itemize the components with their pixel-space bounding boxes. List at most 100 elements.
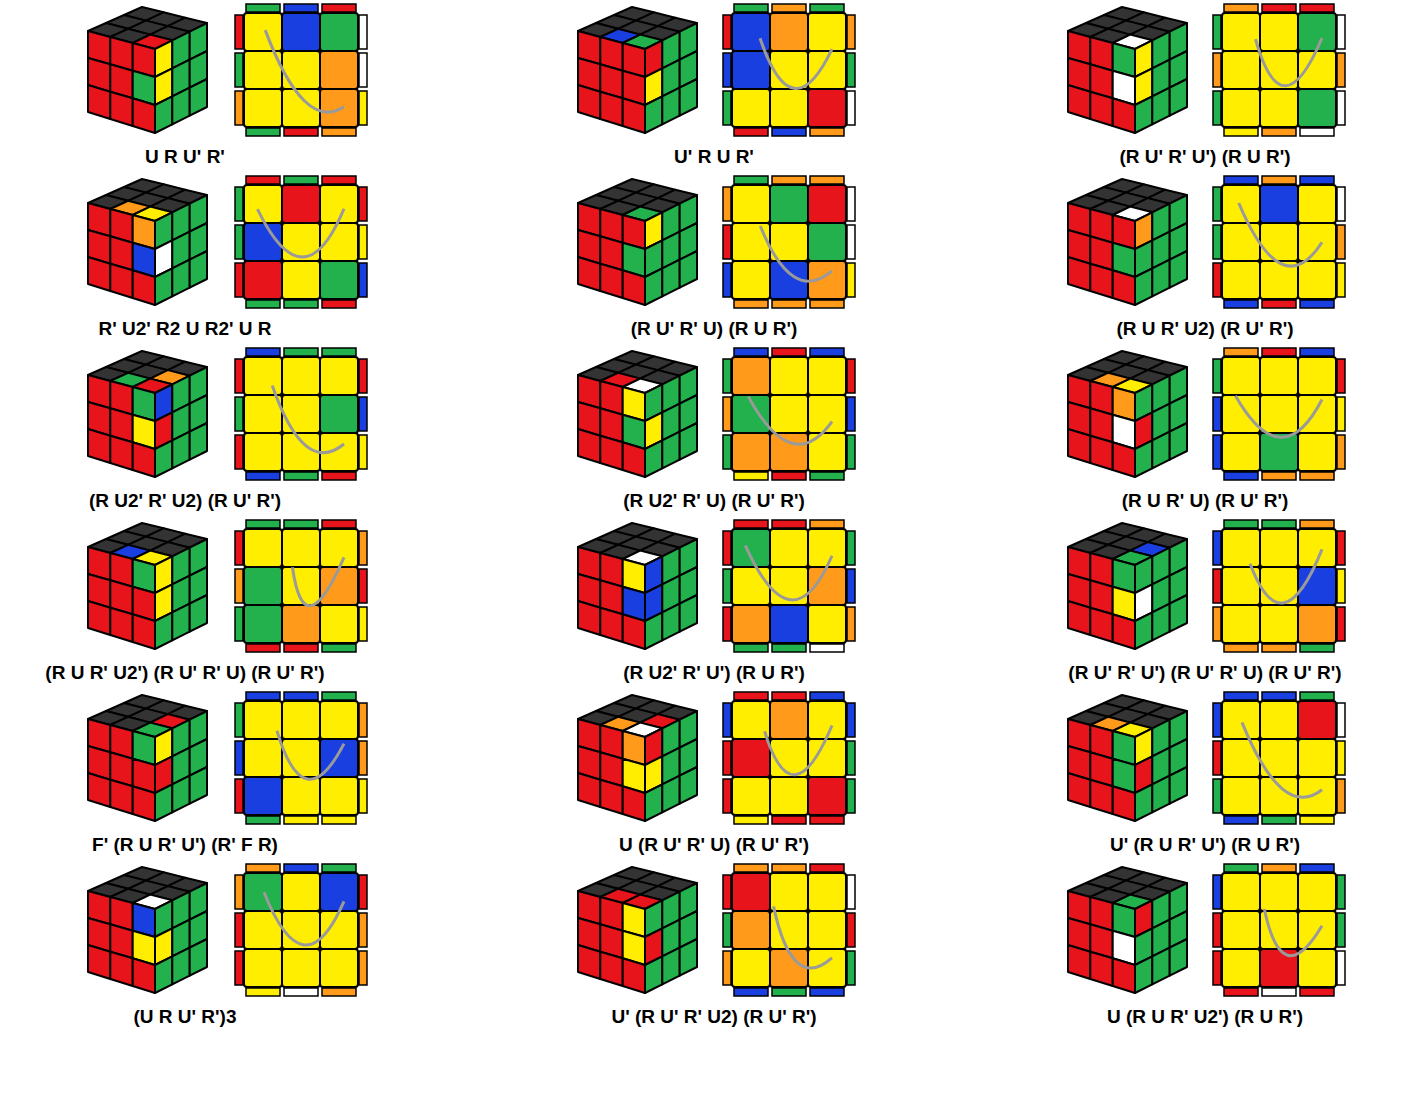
sticker	[680, 939, 697, 976]
side-sticker	[235, 531, 243, 565]
side-sticker	[847, 607, 855, 641]
side-sticker	[1337, 435, 1345, 469]
move-arrow	[760, 226, 832, 281]
sticker	[1170, 251, 1187, 288]
side-sticker	[235, 741, 243, 775]
sticker	[88, 773, 110, 807]
side-sticker	[284, 988, 318, 996]
sticker	[244, 433, 282, 471]
sticker	[662, 776, 679, 813]
sticker	[1298, 911, 1336, 949]
sticker	[320, 567, 358, 605]
sticker	[680, 423, 697, 460]
side-sticker	[847, 913, 855, 947]
side-sticker	[246, 472, 280, 480]
sticker	[282, 777, 320, 815]
side-sticker	[235, 951, 243, 985]
sticker	[1113, 786, 1135, 821]
side-sticker	[847, 187, 855, 221]
sticker	[578, 429, 600, 463]
sticker	[808, 185, 846, 223]
sticker	[1298, 357, 1336, 395]
sticker	[155, 956, 172, 993]
side-sticker	[322, 520, 356, 528]
sticker	[1260, 223, 1298, 261]
sticker	[155, 96, 172, 133]
move-arrow	[292, 557, 344, 605]
sticker	[282, 51, 320, 89]
side-sticker	[723, 951, 731, 985]
sticker	[732, 13, 770, 51]
sticker	[190, 595, 207, 632]
sticker	[320, 701, 358, 739]
sticker	[244, 261, 282, 299]
side-sticker	[1300, 864, 1334, 872]
side-sticker	[1213, 531, 1221, 565]
sticker	[1113, 98, 1135, 133]
sticker	[1090, 436, 1112, 470]
top-view	[235, 176, 367, 308]
move-arrow	[745, 545, 832, 600]
sticker	[680, 251, 697, 288]
sticker	[600, 436, 622, 470]
top-view	[1213, 520, 1345, 652]
side-sticker	[1224, 692, 1258, 700]
side-sticker	[1337, 15, 1345, 49]
side-sticker	[847, 397, 855, 431]
side-sticker	[810, 520, 844, 528]
sticker	[1170, 423, 1187, 460]
cube-view	[88, 867, 207, 993]
side-sticker	[284, 692, 318, 700]
algorithm-label: (R U2' R' U) (R U' R')	[623, 490, 805, 512]
side-sticker	[847, 703, 855, 737]
sticker	[578, 601, 600, 635]
sticker	[770, 357, 808, 395]
sticker	[600, 608, 622, 642]
top-view	[1213, 4, 1345, 136]
sticker	[190, 251, 207, 288]
sticker	[770, 185, 808, 223]
sticker	[1113, 958, 1135, 993]
side-sticker	[1213, 15, 1221, 49]
side-sticker	[359, 187, 367, 221]
top-view	[235, 520, 367, 652]
side-sticker	[772, 348, 806, 356]
sticker	[244, 89, 282, 127]
side-sticker	[734, 300, 768, 308]
side-sticker	[322, 472, 356, 480]
algorithm-label: (R U' R' U') (R U R')	[1119, 146, 1290, 168]
sticker	[1152, 88, 1169, 125]
side-sticker	[734, 816, 768, 824]
sticker	[732, 223, 770, 261]
sticker	[578, 773, 600, 807]
sticker	[244, 605, 282, 643]
sticker	[110, 780, 132, 814]
top-view	[723, 692, 855, 824]
side-sticker	[359, 875, 367, 909]
sticker	[732, 777, 770, 815]
side-sticker	[322, 864, 356, 872]
side-sticker	[235, 53, 243, 87]
sticker	[1260, 357, 1298, 395]
sticker	[732, 873, 770, 911]
sticker	[1068, 429, 1090, 463]
side-sticker	[847, 951, 855, 985]
sticker	[133, 98, 155, 133]
sticker	[133, 958, 155, 993]
side-sticker	[1213, 951, 1221, 985]
sticker	[88, 85, 110, 119]
cube-view	[1068, 523, 1187, 649]
side-sticker	[322, 4, 356, 12]
side-sticker	[235, 15, 243, 49]
sticker	[1222, 949, 1260, 987]
side-sticker	[1337, 741, 1345, 775]
side-sticker	[734, 520, 768, 528]
sticker	[1170, 79, 1187, 116]
side-sticker	[1213, 607, 1221, 641]
sticker	[1090, 264, 1112, 298]
side-sticker	[359, 703, 367, 737]
move-arrow	[1264, 909, 1322, 956]
sticker	[1298, 51, 1336, 89]
cube-view	[578, 179, 697, 305]
side-sticker	[1213, 875, 1221, 909]
